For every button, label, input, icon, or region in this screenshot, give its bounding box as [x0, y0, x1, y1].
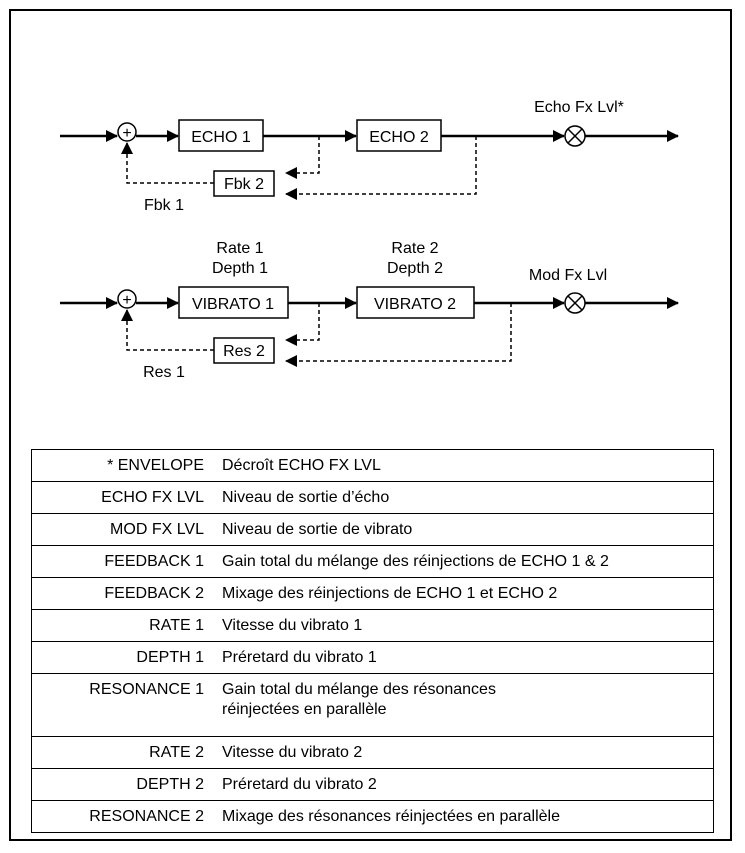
vibrato-chain: Rate 1 Depth 1 Rate 2 Depth 2 + VIBRATO … [60, 240, 679, 381]
outer-frame [9, 9, 732, 841]
param-description: Vitesse du vibrato 2 [213, 736, 714, 769]
param-description-text: Vitesse du vibrato 2 [222, 743, 363, 761]
param-description: Gain total du mélange des réinjections d… [213, 545, 714, 578]
param-description-text: Gain total du mélange des résonances réi… [222, 681, 496, 718]
table-row: DEPTH 2 Préretard du vibrato 2 [31, 768, 714, 801]
mod-level-x-2 [567, 295, 583, 311]
param-description: Niveau de sortie d’écho [213, 481, 714, 514]
param-name: ECHO FX LVL [31, 481, 213, 514]
param-description-text: Préretard du vibrato 1 [222, 648, 377, 666]
depth-2-label: Depth 2 [387, 260, 443, 277]
param-description: Mixage des résonances réinjectées en par… [213, 800, 714, 833]
echo-sum-symbol: + [122, 125, 131, 142]
param-description: Mixage des réinjections de ECHO 1 et ECH… [213, 577, 714, 610]
echo-2-block [356, 119, 442, 152]
echo-feedback-return [121, 142, 214, 184]
echo-tap-1 [285, 136, 320, 179]
param-description-text: Gain total du mélange des réinjections d… [222, 552, 609, 570]
param-name: FEEDBACK 2 [31, 577, 213, 610]
vibrato-tap-1 [285, 303, 320, 346]
param-name: DEPTH 2 [31, 768, 213, 801]
param-description: Vitesse du vibrato 1 [213, 609, 714, 642]
rate-1-label: Rate 1 [216, 240, 263, 257]
mod-output-label: Mod Fx Lvl [529, 267, 607, 284]
table-row: RATE 1 Vitesse du vibrato 1 [31, 609, 714, 642]
vibrato-1-label: VIBRATO 1 [192, 296, 274, 313]
echo-output-label: Echo Fx Lvl* [534, 99, 624, 116]
vibrato-sum-symbol: + [122, 292, 131, 309]
table-row: * ENVELOPE Décroît ECHO FX LVL [31, 449, 714, 482]
vibrato-feedback-return [121, 309, 214, 351]
table-row: RESONANCE 1 Gain total du mélange des ré… [31, 673, 714, 737]
parameter-legend-table: * ENVELOPE Décroît ECHO FX LVL ECHO FX L… [31, 449, 714, 833]
param-name: RESONANCE 2 [31, 800, 213, 833]
vibrato-sum-node [117, 289, 137, 309]
vibrato-tap-2 [285, 303, 512, 367]
echo-1-label: ECHO 1 [191, 129, 251, 146]
vibrato-2-label: VIBRATO 2 [374, 296, 456, 313]
param-name: RATE 1 [31, 609, 213, 642]
param-description-text: Vitesse du vibrato 1 [222, 616, 363, 634]
table-row: FEEDBACK 1 Gain total du mélange des réi… [31, 545, 714, 578]
param-description-text: Niveau de sortie de vibrato [222, 520, 413, 538]
signal-flow-diagram: + ECHO 1 ECHO 2 Echo Fx Lvl* Fbk 2 Fbk 1… [60, 99, 679, 381]
param-description: Décroît ECHO FX LVL [213, 449, 714, 482]
param-description-text: Mixage des réinjections de ECHO 1 et ECH… [222, 584, 558, 602]
table-row: DEPTH 1 Préretard du vibrato 1 [31, 641, 714, 674]
echo-level-x-2 [567, 128, 583, 144]
param-description: Gain total du mélange des résonances réi… [213, 673, 714, 737]
param-description-text: Mixage des résonances réinjectées en par… [222, 807, 560, 825]
table-row: RATE 2 Vitesse du vibrato 2 [31, 736, 714, 769]
param-description-text: Préretard du vibrato 2 [222, 775, 377, 793]
echo-sum-node [117, 122, 137, 142]
param-description-text: Niveau de sortie d’écho [222, 488, 390, 506]
param-name: RESONANCE 1 [31, 673, 213, 737]
fbk-2-label: Fbk 2 [224, 176, 264, 193]
echo-chain: + ECHO 1 ECHO 2 Echo Fx Lvl* Fbk 2 Fbk 1 [60, 99, 679, 214]
table-row: FEEDBACK 2 Mixage des réinjections de EC… [31, 577, 714, 610]
table-row: ECHO FX LVL Niveau de sortie d’écho [31, 481, 714, 514]
param-name: FEEDBACK 1 [31, 545, 213, 578]
param-name: MOD FX LVL [31, 513, 213, 546]
echo-tap-2 [285, 136, 477, 200]
table-row: MOD FX LVL Niveau de sortie de vibrato [31, 513, 714, 546]
param-description-text: Décroît ECHO FX LVL [222, 456, 381, 474]
fbk-1-label: Fbk 1 [144, 197, 184, 214]
param-description: Niveau de sortie de vibrato [213, 513, 714, 546]
echo-2-label: ECHO 2 [369, 129, 429, 146]
param-name: * ENVELOPE [31, 449, 213, 482]
res-2-label: Res 2 [223, 343, 265, 360]
param-name: DEPTH 1 [31, 641, 213, 674]
fbk-2-block [213, 170, 275, 197]
param-name: RATE 2 [31, 736, 213, 769]
res-1-label: Res 1 [143, 364, 185, 381]
table-row: RESONANCE 2 Mixage des résonances réinje… [31, 800, 714, 833]
param-description: Préretard du vibrato 1 [213, 641, 714, 674]
rate-2-label: Rate 2 [391, 240, 438, 257]
vibrato-1-block [178, 286, 289, 319]
res-2-block [213, 337, 275, 364]
depth-1-label: Depth 1 [212, 260, 268, 277]
param-description: Préretard du vibrato 2 [213, 768, 714, 801]
